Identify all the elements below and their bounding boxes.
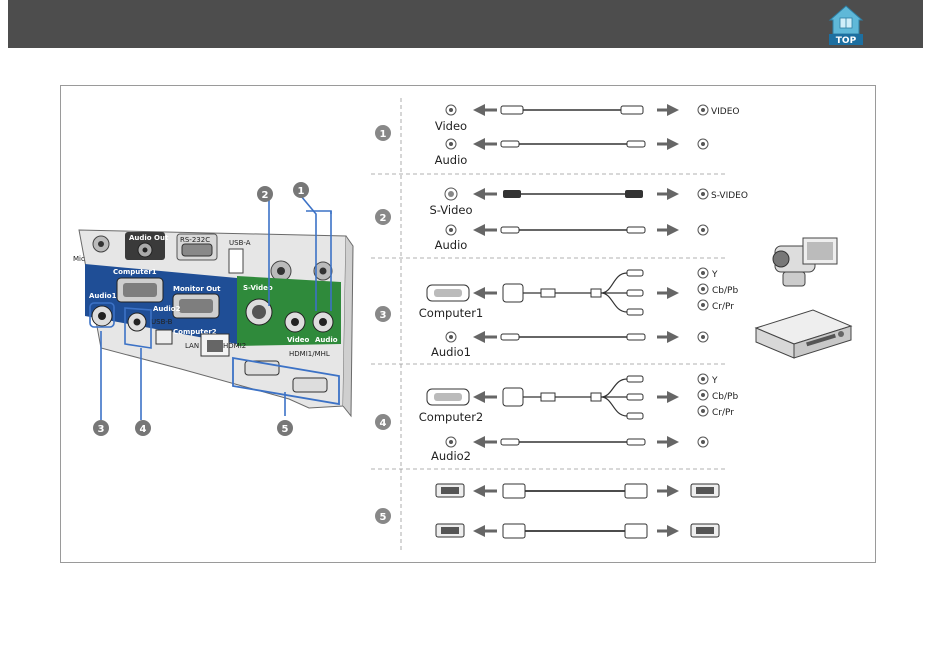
computer1-label: Computer1: [113, 268, 157, 276]
callout-3: 3: [375, 306, 391, 322]
callout-4: 4: [375, 414, 391, 430]
callout-2: 2: [375, 209, 391, 225]
svg-text:1: 1: [298, 186, 305, 197]
callout-1: 1: [375, 125, 391, 141]
audio-port-label: Audio: [315, 336, 338, 344]
svg-text:3: 3: [98, 424, 105, 435]
lan-label: LAN: [185, 342, 199, 350]
connection-table: [371, 98, 726, 551]
cr-pr-label-2: Cr/Pr: [712, 408, 734, 418]
projector-panel: Audio Out RS-232C USB-A Mic Computer1 Mo…: [73, 196, 353, 420]
callout-5-panel: 5: [277, 420, 293, 436]
svg-text:4: 4: [140, 424, 147, 435]
callout-2-panel: 2: [257, 186, 273, 202]
audio1-input-label: Audio1: [431, 345, 471, 359]
y-label: Y: [711, 270, 718, 280]
page-header: [8, 0, 923, 48]
cr-pr-label: Cr/Pr: [712, 302, 734, 312]
connection-figure: Audio Out RS-232C USB-A Mic Computer1 Mo…: [60, 85, 876, 563]
audio2-input-label: Audio2: [431, 449, 471, 463]
audio-out-label: Audio Out: [129, 234, 169, 242]
y-label-2: Y: [711, 376, 718, 386]
camcorder-icon: [773, 238, 837, 286]
video-output-label: VIDEO: [711, 107, 740, 117]
callout-3-panel: 3: [93, 420, 109, 436]
rs232c-label: RS-232C: [180, 236, 210, 244]
usb-b-label: USB-B: [151, 318, 173, 326]
svg-text:1: 1: [380, 129, 387, 140]
s-video-input-label: S-Video: [430, 203, 473, 217]
hdmi2-label: HDMI2: [223, 342, 246, 350]
video-label: Video: [287, 336, 309, 344]
mic-label: Mic: [73, 255, 85, 263]
computer2-input-label: Computer2: [419, 410, 484, 424]
audio1-label: Audio1: [89, 292, 117, 300]
row-4: Computer2 Y Cb/Pb Cr/Pr Audio2: [419, 374, 739, 463]
top-button-label: TOP: [836, 36, 857, 46]
svg-text:5: 5: [380, 512, 387, 523]
row-3: Computer1 Y Cb/Pb Cr/Pr Audio1: [419, 268, 739, 359]
callout-4-panel: 4: [135, 420, 151, 436]
home-icon: TOP: [826, 4, 866, 46]
svg-text:2: 2: [380, 213, 387, 224]
row-1: Video VIDEO Audio: [435, 104, 740, 167]
s-video-output-label: S-VIDEO: [711, 191, 748, 201]
top-button[interactable]: TOP: [826, 4, 866, 46]
dvd-player-icon: [756, 310, 851, 358]
cb-pb-label-2: Cb/Pb: [712, 392, 738, 402]
usb-a-label: USB-A: [229, 239, 251, 247]
audio2-label: Audio2: [153, 305, 181, 313]
computer1-input-label: Computer1: [419, 306, 484, 320]
monitor-out-label: Monitor Out: [173, 285, 221, 293]
cb-pb-label: Cb/Pb: [712, 286, 738, 296]
audio-input-label-2: Audio: [435, 238, 468, 252]
svg-text:3: 3: [380, 310, 387, 321]
svg-text:4: 4: [380, 418, 387, 429]
callout-1-panel: 1: [293, 182, 309, 198]
row-5: [436, 484, 719, 538]
hdmi1-label: HDMI1/MHL: [289, 350, 330, 358]
callout-5: 5: [375, 508, 391, 524]
svg-text:2: 2: [262, 190, 269, 201]
audio-input-label: Audio: [435, 153, 468, 167]
video-input-label: Video: [435, 119, 467, 133]
svg-text:5: 5: [282, 424, 289, 435]
connection-diagram: Audio Out RS-232C USB-A Mic Computer1 Mo…: [61, 86, 875, 562]
row-2: S-Video S-VIDEO Audio: [430, 188, 748, 252]
